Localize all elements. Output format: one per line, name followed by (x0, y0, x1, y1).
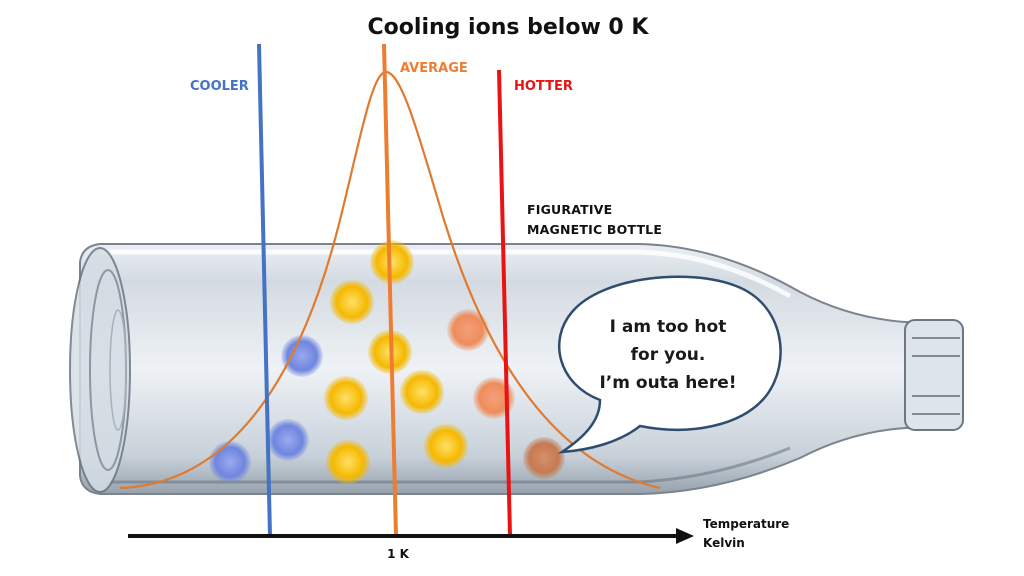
axis-name-line2: Kelvin (703, 536, 745, 550)
bubble-line2: for you. (631, 345, 706, 365)
bottle-label-line1: FIGURATIVE (527, 202, 612, 217)
temperature-axis (128, 528, 694, 544)
ion-yellow (400, 370, 444, 414)
ion-blue (281, 335, 323, 377)
ion-yellow (370, 240, 414, 284)
diagram-title: Cooling ions below 0 K (368, 15, 650, 40)
ion-brown (523, 437, 565, 479)
ion-yellow (326, 440, 370, 484)
ion-blue (267, 419, 309, 461)
ions (209, 240, 565, 484)
cooler-label: COOLER (190, 79, 249, 94)
axis-tick-label: 1 K (387, 547, 410, 561)
bubble-line1: I am too hot (610, 317, 727, 337)
bubble-line3: I’m outa here! (599, 373, 736, 393)
average-label: AVERAGE (400, 61, 468, 76)
average-line (382, 43, 398, 537)
speech-bubble: I am too hot for you. I’m outa here! (557, 275, 782, 454)
bottle-label-line2: MAGNETIC BOTTLE (527, 222, 662, 237)
ion-yellow (330, 280, 374, 324)
axis-name-line1: Temperature (703, 517, 789, 531)
axis-arrow-icon (676, 528, 694, 544)
ion-yellow (324, 376, 368, 420)
hotter-line (497, 69, 512, 537)
glass-bottle-icon (69, 243, 964, 495)
cooler-line (257, 43, 272, 537)
hotter-label: HOTTER (514, 79, 573, 94)
ion-orange (447, 309, 489, 351)
ion-yellow (424, 424, 468, 468)
ion-blue (209, 441, 251, 483)
